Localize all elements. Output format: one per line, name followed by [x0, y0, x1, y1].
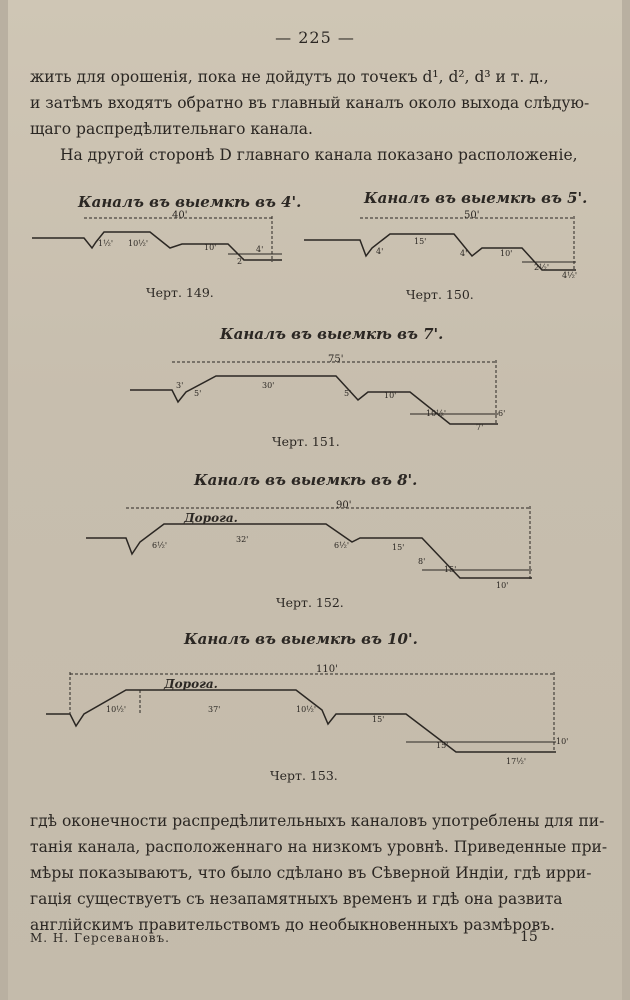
dim-label: 4'	[376, 247, 383, 256]
figure-title: Каналъ въ выемкѣ въ 7'.	[220, 325, 444, 343]
text-line: мѣры показываютъ, что было сдѣлано въ Сѣ…	[30, 864, 592, 882]
dim-label: 7'	[476, 423, 483, 432]
text-line: англійскимъ правительствомъ до необыкнов…	[30, 916, 555, 934]
dim-label: 10'	[384, 391, 396, 400]
dim-label: 5'	[194, 389, 201, 398]
text-line: гація существуетъ съ незапамятныхъ време…	[30, 890, 563, 908]
dim-label: 15'	[414, 237, 426, 246]
figure-title: Каналъ въ выемкѣ въ 10'.	[184, 630, 418, 648]
dim-label: 6½'	[152, 541, 167, 550]
section-profile	[32, 231, 282, 261]
figure-title: Каналъ въ выемкѣ въ 5'.	[364, 189, 588, 207]
closing-paragraph: гдѣ оконечности распредѣлительныхъ канал…	[30, 808, 608, 938]
book-page: — 225 — жить для орошенія, пока не дойду…	[8, 0, 622, 1000]
text-line: щаго распредѣлительнаго канала.	[30, 120, 313, 138]
dimension-label: 90'	[336, 500, 351, 511]
dim-label: 10'	[496, 581, 508, 590]
figure-title: Каналъ въ выемкѣ въ 8'.	[194, 471, 418, 489]
dim-label: 10½'	[128, 239, 148, 248]
figure-caption: Черт. 149.	[146, 285, 214, 300]
dim-label: 2½'	[534, 263, 549, 272]
dim-label: 8'	[418, 557, 425, 566]
dim-label: 15'	[444, 565, 456, 574]
dim-label: 5'	[344, 389, 351, 398]
figure-caption: Черт. 150.	[406, 287, 474, 302]
dim-label: 10'	[204, 243, 216, 252]
signature-number: 15	[520, 929, 538, 945]
figure-caption: Черт. 151.	[272, 434, 340, 449]
dim-label: 3'	[176, 381, 183, 390]
dim-label: 4½'	[562, 271, 577, 280]
cross-section-150: 50' 4' 15' 4' 10' 2½' 4½'	[304, 208, 584, 282]
cross-section-149: 40' 1½' 10½' 10' 4' 2'	[32, 210, 292, 274]
section-profile	[86, 523, 532, 579]
road-label: Дорога.	[163, 677, 218, 691]
dimension-label: 40'	[172, 210, 187, 221]
author-signature: М. Н. Герсевановъ.	[30, 931, 170, 945]
text-line: На другой сторонѣ D главнаго канала пока…	[60, 146, 578, 164]
dim-label: 4'	[256, 245, 263, 254]
dimension-label: 75'	[328, 354, 343, 365]
text-line: танія канала, расположеннаго на низкомъ …	[30, 838, 608, 856]
dimension-label: 50'	[464, 210, 479, 221]
figure-title: Каналъ въ выемкѣ въ 4'.	[78, 193, 302, 211]
cross-section-152: 90' Дорога. 6½' 32' 6½' 15' 15' 10' 8'	[86, 498, 546, 602]
road-label: Дорога.	[183, 511, 238, 525]
figure-caption: Черт. 152.	[276, 595, 344, 610]
dim-label: 10½'	[426, 409, 446, 418]
dim-label: 15'	[372, 715, 384, 724]
intro-paragraph: жить для орошенія, пока не дойдутъ до то…	[30, 64, 600, 168]
text-line: жить для орошенія, пока не дойдутъ до то…	[30, 68, 549, 86]
dim-label: 17½'	[506, 757, 526, 766]
dim-label: 6'	[498, 409, 505, 418]
text-line: и затѣмъ входятъ обратно въ главный кана…	[30, 94, 590, 112]
dim-label: 2'	[237, 257, 244, 266]
dimension-label: 110'	[316, 664, 338, 675]
dim-label: 15'	[436, 741, 448, 750]
dim-label: 30'	[262, 381, 274, 390]
section-profile	[46, 689, 556, 753]
dim-label: 10½'	[106, 705, 126, 714]
dim-label: 1½'	[98, 239, 113, 248]
dim-label: 37'	[208, 705, 220, 714]
dim-label: 15'	[392, 543, 404, 552]
text-line: гдѣ оконечности распредѣлительныхъ канал…	[30, 812, 605, 830]
dim-label: 4'	[460, 249, 467, 258]
figure-caption: Черт. 153.	[270, 768, 338, 783]
section-profile	[304, 233, 576, 271]
dim-label: 32'	[236, 535, 248, 544]
dim-label: 6½'	[334, 541, 349, 550]
cross-section-151: 75' 3' 5' 30' 5' 10' 10½' 7' 6'	[130, 352, 510, 436]
page-number: — 225 —	[275, 28, 355, 47]
dim-label: 10'	[500, 249, 512, 258]
cross-section-153: 110' Дорога. 10½' 37' 10½' 15' 15' 17½' …	[46, 660, 576, 774]
dim-label: 10½'	[296, 705, 316, 714]
dim-label: 10'	[556, 737, 568, 746]
section-profile	[130, 375, 498, 425]
